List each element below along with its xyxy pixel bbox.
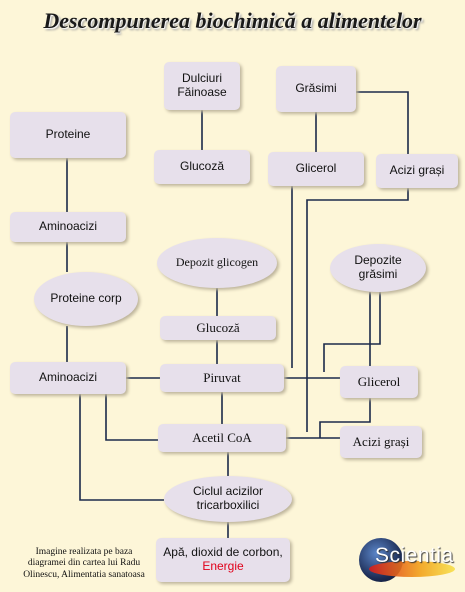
credit-line-3: Olinescu, Alimentatia sanatoasa <box>23 569 145 580</box>
node-aminoacizi-top: Aminoacizi <box>10 212 126 242</box>
fainoase-label: Făinoase <box>177 85 227 99</box>
node-glicerol-bottom: Glicerol <box>340 366 418 398</box>
image-credit: Imagine realizata pe baza diagramei din … <box>14 547 154 581</box>
node-depozit-glicogen: Depozit glicogen <box>157 238 277 288</box>
credit-line-2: diagramei din cartea lui Radu <box>27 558 141 569</box>
logo-swoosh-icon <box>369 561 455 577</box>
node-glucoza-top: Glucoză <box>154 150 250 184</box>
node-proteine: Proteine <box>10 112 126 158</box>
node-final: Apă, dioxid de corbon, Energie <box>156 538 290 582</box>
line-aminoacizi-acetil <box>105 394 158 441</box>
page-title: Descompunerea biochimică a alimentelor <box>43 8 422 33</box>
line-aminoacizi-ciclul <box>79 394 164 501</box>
ciclul-label: Ciclul acizilor <box>192 484 263 499</box>
line-acizi-acetil <box>306 188 409 432</box>
scientia-logo: Scientia <box>355 538 459 582</box>
final-label: Apă, dioxid de corbon, <box>163 545 283 560</box>
node-grasimi: Grăsimi <box>276 66 356 112</box>
line-depozite-acizi <box>319 292 371 438</box>
node-piruvat: Piruvat <box>160 364 284 392</box>
dulciuri-label: Dulciuri <box>181 71 222 86</box>
node-acizi-grasi-top: Acizi grași <box>376 154 458 188</box>
grasimi-label: grăsimi <box>358 267 398 281</box>
node-glicerol-top: Glicerol <box>268 152 364 186</box>
node-acetil-coa: Acetil CoA <box>158 424 286 452</box>
line-grasimi-acizi <box>356 91 409 154</box>
line-depozite-glicerol <box>323 292 381 372</box>
node-glucoza-mid: Glucoză <box>160 316 276 340</box>
logo-text: Scientia <box>375 544 454 567</box>
depozite-label: Depozite <box>354 253 402 268</box>
node-depozite-grasimi: Depozite grăsimi <box>330 244 426 292</box>
credit-line-1: Imagine realizata pe baza <box>35 547 133 557</box>
node-aminoacizi-bottom: Aminoacizi <box>10 362 126 394</box>
tricarboxilici-label: tricarboxilici <box>196 498 260 512</box>
node-proteine-corp: Proteine corp <box>34 272 138 326</box>
node-ciclul-acizilor: Ciclul acizilor tricarboxilici <box>164 476 292 522</box>
energie-label: Energie <box>202 559 244 573</box>
node-dulciuri-fainoase: Dulciuri Făinoase <box>164 62 240 110</box>
node-acizi-grasi-bottom: Acizi grași <box>340 426 422 458</box>
